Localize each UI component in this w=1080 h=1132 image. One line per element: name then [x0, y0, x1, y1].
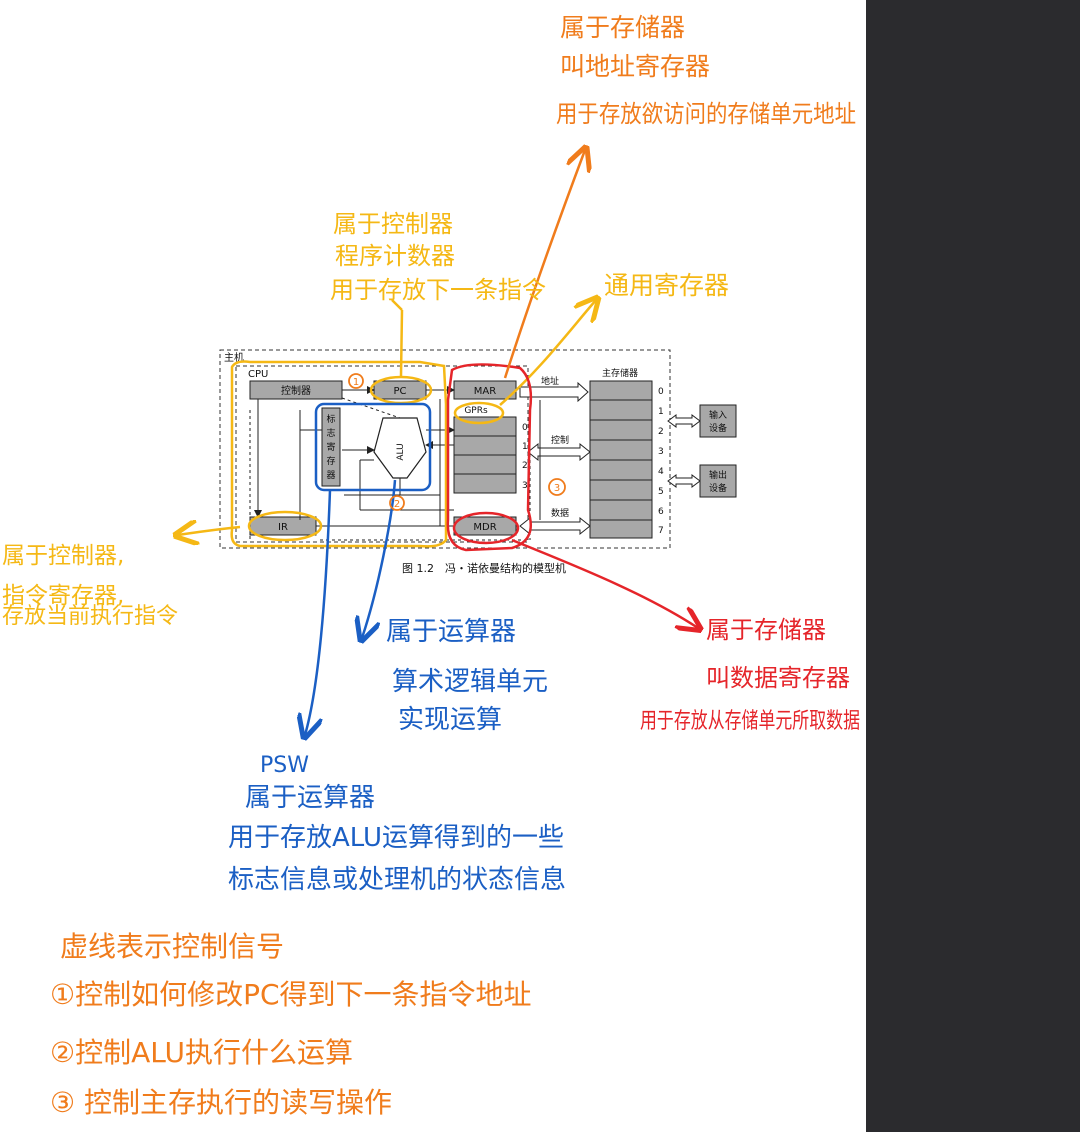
- controller-region-highlight: [230, 360, 448, 548]
- psw-note-line: PSW: [260, 753, 309, 778]
- mark-one-circle: [348, 373, 364, 389]
- output-link-arrow: [667, 474, 701, 488]
- mdr-note-line: 用于存放从存储单元所取数据: [640, 709, 860, 734]
- memory-index: 7: [658, 526, 664, 536]
- flags-register-char: 存: [326, 455, 335, 467]
- figure-caption: 图 1.2 冯・诺依曼结构的模型机: [402, 561, 566, 575]
- gpr-index: 0: [522, 423, 528, 433]
- memory-index: 1: [658, 407, 664, 417]
- mark-three: 3: [554, 483, 560, 494]
- ir-pointer: [178, 527, 241, 535]
- host-label: 主机: [224, 351, 244, 364]
- alu-note: 属于运算器 算术逻辑单元 实现运算: [386, 617, 548, 735]
- pc-pointer: [391, 299, 404, 377]
- von-neumann-figure: 主机 CPU 控制器 PC MAR GPRs 0 1 2 3 标 志 寄 存 器…: [219, 349, 737, 575]
- memory-index: 4: [658, 467, 664, 477]
- ir-note-line: 属于控制器,: [2, 543, 124, 569]
- mdr-note-line: 属于存储器: [706, 616, 826, 644]
- alu-note-line: 实现运算: [398, 705, 502, 735]
- alu-pointer: [362, 479, 397, 638]
- memory-title: 主存储器: [602, 367, 638, 379]
- input-device-label: 设备: [709, 422, 727, 434]
- pc-note-line: 用于存放下一条指令: [330, 276, 546, 304]
- memory-index: 6: [658, 507, 664, 517]
- psw-note-line: 用于存放ALU运算得到的一些: [228, 823, 564, 853]
- mar-note-line: 属于存储器: [560, 13, 685, 42]
- legend-note: 虚线表示控制信号 ①控制如何修改PC得到下一条指令地址 ②控制ALU执行什么运算…: [50, 930, 532, 1119]
- mark-two: 2: [394, 499, 400, 510]
- legend-line: ②控制ALU执行什么运算: [50, 1036, 353, 1069]
- dark-side-panel: [866, 0, 1080, 1132]
- ir-highlight: [247, 510, 323, 542]
- input-link-arrow: [667, 414, 701, 428]
- memory-index: 5: [658, 487, 664, 497]
- legend-line: 虚线表示控制信号: [60, 930, 284, 963]
- gpr-index: 2: [522, 461, 528, 471]
- pc-note-line: 程序计数器: [335, 242, 455, 270]
- mark-one: 1: [353, 377, 359, 388]
- gprs-pointer: [499, 300, 596, 406]
- cpu-internal-wiring: [254, 386, 455, 527]
- mark-three-circle: [548, 478, 566, 496]
- control-bus-arrow: [527, 442, 591, 462]
- ir-note-line: 存放当前执行指令: [2, 604, 178, 629]
- alu-region-highlight: [314, 402, 432, 492]
- pc-note-line: 属于控制器: [333, 210, 453, 238]
- psw-note-line: 属于运算器: [245, 783, 375, 813]
- alu-note-line: 属于运算器: [386, 617, 516, 647]
- mar-note-line: 用于存放欲访问的存储单元地址: [556, 100, 856, 128]
- control-bus-label: 控制: [551, 434, 569, 446]
- mdr-note-line: 叫数据寄存器: [706, 664, 850, 692]
- flags-register-char: 器: [326, 470, 335, 481]
- mark-two-circle: [389, 495, 405, 511]
- mdr-pointer: [511, 538, 698, 628]
- memory-index: 2: [658, 427, 664, 437]
- mdr-highlight: [452, 511, 520, 545]
- gprs-note-line: 通用寄存器: [604, 271, 729, 300]
- gpr-index: 3: [522, 481, 528, 491]
- input-device-label: 输入: [709, 409, 727, 421]
- output-device-box: [699, 464, 737, 498]
- mar-note-line: 叫地址寄存器: [560, 52, 710, 81]
- ir-note: 属于控制器, 指令寄存器, 存放当前执行指令: [2, 543, 178, 629]
- mar-pointer: [503, 150, 585, 379]
- flags-register-char: 寄: [326, 441, 335, 453]
- gprs-highlight: [453, 401, 505, 425]
- flags-register-char: 标: [326, 413, 335, 425]
- pc-label: PC: [393, 386, 406, 397]
- psw-pointer: [305, 489, 332, 735]
- gprs-label: GPRs: [464, 406, 488, 416]
- address-bus-label: 地址: [541, 375, 559, 387]
- input-device-box: [699, 404, 737, 438]
- flags-register-box: [321, 407, 341, 487]
- controller-label: 控制器: [281, 384, 311, 397]
- host-frame: [219, 349, 671, 549]
- cpu-label: CPU: [248, 369, 268, 380]
- mar-note: 属于存储器 叫地址寄存器 用于存放欲访问的存储单元地址: [556, 13, 856, 128]
- output-device-label: 输出: [709, 469, 727, 481]
- psw-note-line: 标志信息或处理机的状态信息: [228, 865, 566, 895]
- alu-note-line: 算术逻辑单元: [392, 667, 548, 697]
- mdr-label: MDR: [473, 522, 496, 533]
- output-device-label: 设备: [709, 482, 727, 494]
- ir-note-line: 指令寄存器,: [2, 583, 124, 609]
- alu-label: ALU: [396, 443, 406, 460]
- ir-label: IR: [278, 522, 288, 533]
- gprs-note: 通用寄存器: [604, 271, 729, 300]
- mdr-note: 属于存储器 叫数据寄存器 用于存放从存储单元所取数据: [640, 616, 860, 734]
- annotated-diagram-canvas: 主机 CPU 控制器 PC MAR GPRs 0 1 2 3 标 志 寄 存 器…: [2, 13, 860, 1119]
- memory-index: 0: [658, 387, 664, 397]
- psw-note: PSW 属于运算器 用于存放ALU运算得到的一些 标志信息或处理机的状态信息: [228, 753, 566, 895]
- legend-line: ①控制如何修改PC得到下一条指令地址: [50, 978, 532, 1011]
- pc-note: 属于控制器 程序计数器 用于存放下一条指令: [330, 210, 546, 304]
- gpr-index: 1: [522, 442, 528, 452]
- data-bus-label: 数据: [551, 507, 569, 519]
- flags-register-char: 志: [326, 427, 335, 439]
- mar-label: MAR: [474, 386, 496, 397]
- memory-index: 3: [658, 447, 664, 457]
- legend-line: ③ 控制主存执行的读写操作: [50, 1086, 392, 1119]
- memory-register-region-highlight: [446, 363, 533, 552]
